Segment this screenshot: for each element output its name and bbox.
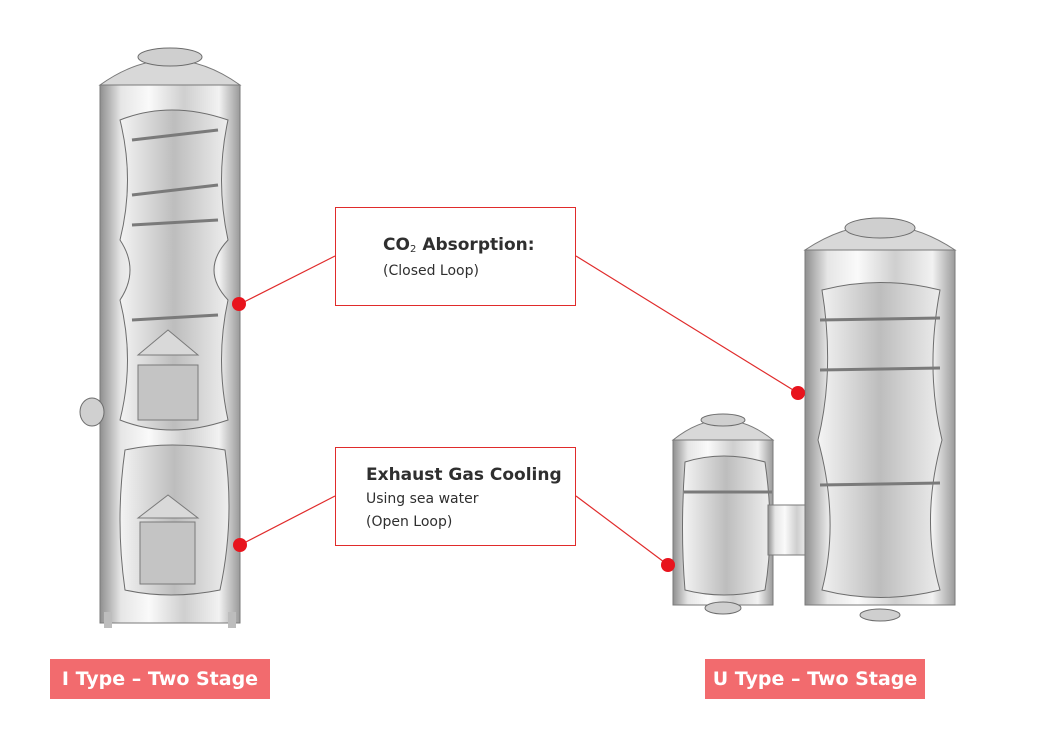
i-type-scrubber [79, 47, 242, 628]
exhaust-callout-line1: Using sea water [366, 491, 479, 507]
exhaust-callout-line2: (Open Loop) [366, 514, 453, 530]
co2-title-subscript: 2 [409, 244, 417, 255]
u-type-large-tower [803, 217, 957, 622]
co2-callout-title: CO2 Absorption: [383, 233, 575, 260]
u-type-small-tower [671, 413, 775, 615]
u-type-label: U Type – Two Stage [705, 659, 925, 699]
co2-title-main: CO [383, 235, 410, 255]
co2-title-rest: Absorption: [422, 235, 535, 255]
exhaust-marker-dot-i [233, 538, 247, 552]
co2-callout-line1: (Closed Loop) [383, 263, 479, 279]
co2-marker-dot-u [791, 386, 805, 400]
exhaust-marker-dot-u [661, 558, 675, 572]
exhaust-callout-title: Exhaust Gas Cooling [366, 465, 562, 485]
co2-marker-dot-i [232, 297, 246, 311]
exhaust-cooling-callout: Exhaust Gas Cooling Using sea water (Ope… [335, 447, 576, 546]
i-type-label: I Type – Two Stage [50, 659, 270, 699]
co2-absorption-callout: CO2 Absorption: (Closed Loop) [335, 207, 576, 306]
leader-lines [239, 255, 799, 566]
